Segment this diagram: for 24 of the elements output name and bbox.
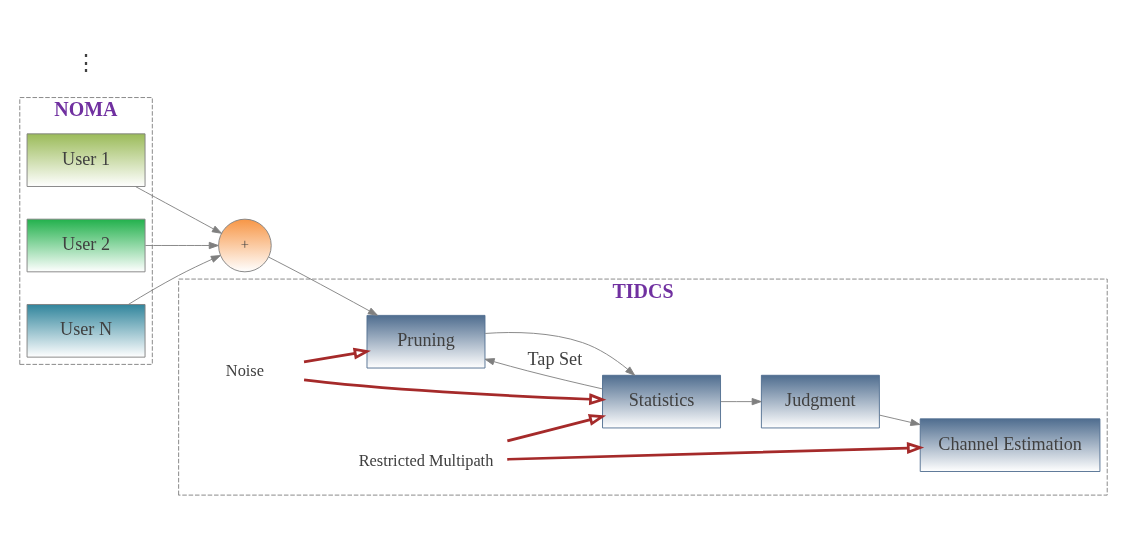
edge-label: Tap Set — [527, 348, 583, 369]
arrow — [507, 441, 925, 461]
arrow — [720, 397, 762, 405]
node-box: Statistics — [602, 374, 721, 428]
arrow — [135, 185, 222, 234]
node-text: Noise — [225, 360, 264, 380]
arrow — [484, 331, 636, 376]
arrow — [268, 256, 378, 316]
node-box: Pruning — [366, 314, 486, 368]
arrow — [303, 347, 371, 363]
arrow — [145, 241, 219, 249]
arrow — [303, 378, 607, 405]
arrow — [484, 357, 603, 389]
node-box: Channel Estimation — [919, 417, 1101, 472]
label: ⋮ — [75, 50, 98, 75]
node-box: Judgment — [760, 374, 880, 428]
arrow — [879, 414, 921, 426]
node-box: User N — [26, 303, 146, 358]
arrow — [507, 413, 607, 442]
node-text: Restricted Multipath — [358, 450, 494, 470]
node-box: User 2 — [26, 218, 146, 272]
node-circle: + — [218, 218, 272, 272]
node-box: User 1 — [26, 132, 146, 187]
arrow — [127, 254, 221, 305]
